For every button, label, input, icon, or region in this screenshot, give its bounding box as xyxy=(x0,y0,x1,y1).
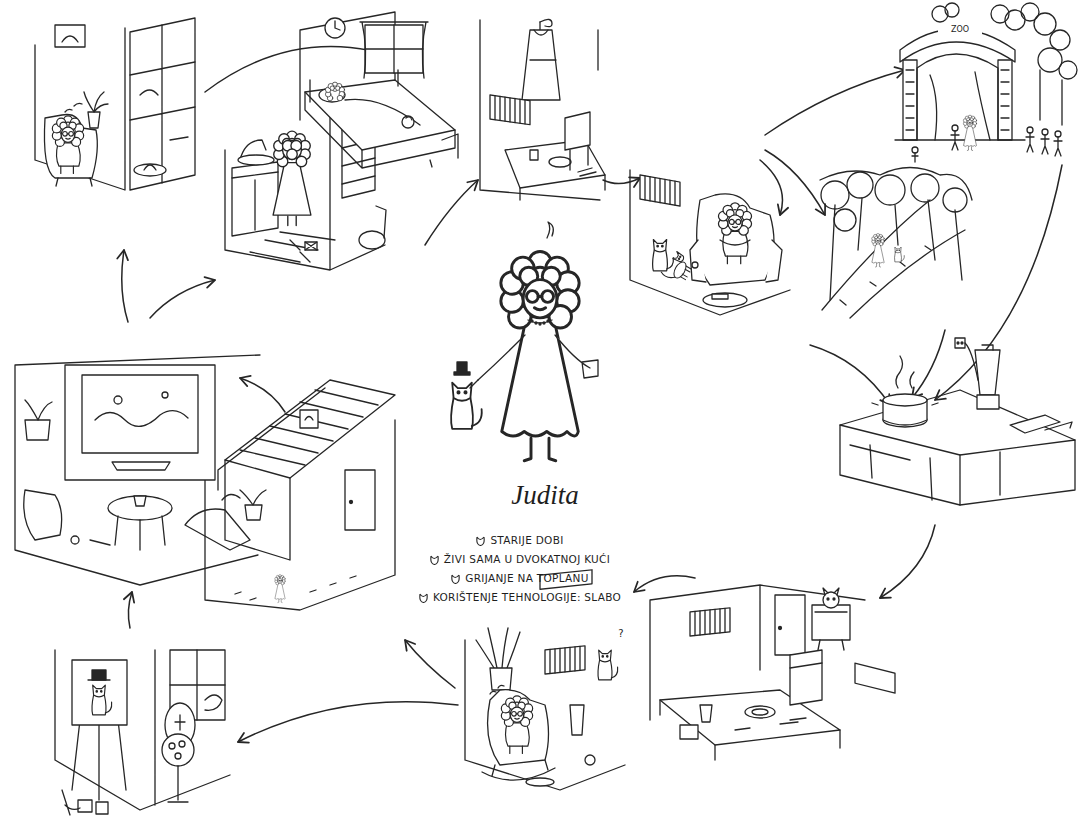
question-mark-text: ? xyxy=(618,628,623,639)
flow-arrow xyxy=(603,178,640,184)
flow-arrow xyxy=(634,576,695,592)
bullet-symbol xyxy=(476,536,485,546)
persona-name: Judita xyxy=(470,480,620,511)
persona-trait-text: KORIŠTENJE TEHNOLOGIJE: SLABO xyxy=(433,591,621,603)
persona-name-text: Judita xyxy=(511,480,579,510)
flow-arrow xyxy=(880,525,935,598)
flow-arrow xyxy=(765,70,905,135)
flow-arrow xyxy=(935,165,1062,400)
persona-trait-text: ŽIVI SAMA U DVOKATNOJ KUĆI xyxy=(444,553,610,565)
zoo-sign-text: ZOO xyxy=(951,25,969,34)
zoo-sign: ZOO xyxy=(938,25,982,34)
persona-trait-text: STARIJE DOBI xyxy=(490,534,563,546)
breakfast-scene xyxy=(480,19,605,200)
zoo-scene xyxy=(895,3,1077,162)
persona-trait-text: GRIJANJE NA TOPLANU xyxy=(465,572,588,584)
tv-room-scene xyxy=(15,355,260,585)
kitchen-scene xyxy=(840,338,1075,693)
flow-arrow xyxy=(238,702,458,742)
staircase-scene xyxy=(205,380,395,610)
bullet-symbol xyxy=(451,574,460,584)
forest-scene xyxy=(820,168,972,319)
lunch-scene xyxy=(650,585,865,760)
persona-trait: STARIJE DOBI xyxy=(360,534,680,546)
bedroom-scene xyxy=(300,12,458,168)
flow-arrow xyxy=(240,378,285,412)
question-mark: ? xyxy=(614,628,628,639)
flow-arrows xyxy=(122,47,1062,742)
persona-trait: GRIJANJE NA TOPLANU xyxy=(360,572,680,584)
persona-trait: KORIŠTENJE TEHNOLOGIJE: SLABO xyxy=(360,591,680,603)
flow-arrow xyxy=(150,280,215,318)
flow-arrow xyxy=(810,345,890,405)
flow-arrow xyxy=(765,150,825,215)
painting-scene xyxy=(55,650,230,815)
flow-arrow xyxy=(405,640,455,688)
flow-arrow xyxy=(425,180,478,245)
persona-trait: ŽIVI SAMA U DVOKATNOJ KUĆI xyxy=(360,553,680,565)
flow-arrow xyxy=(760,160,783,215)
bullet-symbol xyxy=(419,593,428,603)
living-room-scene xyxy=(35,18,195,190)
bullet-symbol xyxy=(430,555,439,565)
persona-figure xyxy=(451,222,598,461)
flow-arrow xyxy=(912,330,945,398)
armchair-scene xyxy=(630,170,790,315)
flow-arrow xyxy=(128,592,132,628)
flow-arrow xyxy=(122,250,128,322)
